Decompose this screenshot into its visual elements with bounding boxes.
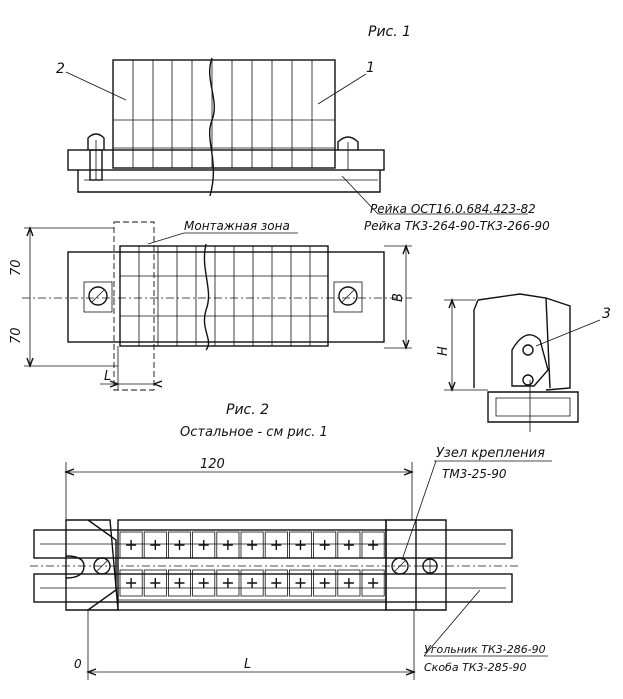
fig1-rail-label-2: Рейка ТК3-264-90-ТК3-266-90: [364, 219, 550, 233]
terminal-cell: [361, 531, 385, 559]
terminal-screw-icon: [198, 578, 209, 588]
terminal-screw-icon: [198, 540, 209, 550]
terminal-screw-icon: [126, 578, 137, 588]
fig1-callout-1: 1: [366, 60, 375, 76]
terminal-cell: [119, 569, 143, 597]
terminal-cell: [167, 531, 191, 559]
fig1-screw-right: [337, 136, 359, 170]
terminal-cell: [167, 569, 191, 597]
fig1-screw-left: [87, 133, 105, 181]
fig2-dim-L: L: [244, 657, 251, 672]
terminal-cell: [119, 531, 143, 559]
terminal-cell: [264, 569, 288, 597]
terminal-screw-icon: [343, 578, 354, 588]
fig2-dim-120: 120: [200, 457, 225, 472]
terminal-screw-icon: [368, 540, 379, 550]
terminal-screw-icon: [271, 540, 282, 550]
terminal-screw-icon: [247, 540, 258, 550]
terminal-cell: [337, 569, 361, 597]
terminal-cell: [216, 531, 240, 559]
terminal-screw-icon: [247, 578, 258, 588]
terminal-screw-icon: [150, 578, 161, 588]
terminal-cell: [337, 531, 361, 559]
fig2-title: Рис. 2: [226, 402, 269, 418]
top-screw-right: [338, 286, 358, 306]
terminal-cell: [313, 569, 337, 597]
terminal-cell: [264, 531, 288, 559]
fig2-node-label: Узел крепления: [436, 446, 545, 461]
terminal-screw-icon: [295, 540, 306, 550]
fig2-terminal-cells: [119, 531, 385, 597]
fig2-terminal-strip: [117, 519, 387, 611]
fig2-assembly: 120: [30, 457, 520, 611]
terminal-cell: [313, 531, 337, 559]
fig1-terminal-block: 2 1: [56, 57, 528, 215]
terminal-screw-icon: [368, 578, 379, 588]
terminal-screw-icon: [174, 578, 185, 588]
terminal-cell: [143, 569, 167, 597]
terminal-screw-icon: [271, 578, 282, 588]
fig2-node-code: ТМ3-25-90: [442, 467, 507, 481]
dim-70-bottom: 70: [9, 327, 24, 344]
mounting-zone-label: Монтажная зона: [184, 219, 290, 233]
terminal-screw-icon: [319, 578, 330, 588]
terminal-screw-icon: [343, 540, 354, 550]
detail3-callout-3: 3: [602, 306, 611, 322]
terminal-cell: [192, 569, 216, 597]
dim-B: B: [391, 293, 406, 302]
fig1-callout-2: 2: [56, 61, 65, 77]
terminal-cell: [216, 569, 240, 597]
dim-70-top: 70: [9, 259, 24, 276]
dim-L-fig1: L: [104, 369, 111, 384]
fig2-bracket-label: Скоба ТК3-285-90: [424, 661, 527, 674]
fig2-dim-0: 0: [74, 657, 82, 671]
detail3-rail: [487, 391, 579, 423]
terminal-screw-icon: [222, 578, 233, 588]
terminal-cell: [288, 569, 312, 597]
terminal-screw-icon: [222, 540, 233, 550]
top-screw-left: [88, 286, 108, 306]
fig2-note: Остальное - см рис. 1: [180, 425, 328, 440]
fig1-title: Рис. 1: [368, 24, 411, 40]
terminal-screw-icon: [319, 540, 330, 550]
detail3-end-view: H 3: [436, 293, 611, 432]
dim-H: H: [436, 346, 451, 356]
fig2-angle-label: Угольник ТК3-286-90: [424, 643, 546, 656]
terminal-cell: [240, 531, 264, 559]
terminal-screw-icon: [150, 540, 161, 550]
terminal-cell: [240, 569, 264, 597]
terminal-cell: [361, 569, 385, 597]
fig1-rail-label-1: Рейка ОСТ16.0.684.423-82: [370, 202, 536, 216]
terminal-screw-icon: [295, 578, 306, 588]
terminal-cell: [143, 531, 167, 559]
terminal-screw-icon: [174, 540, 185, 550]
terminal-screw-icon: [126, 540, 137, 550]
terminal-cell: [288, 531, 312, 559]
terminal-cell: [192, 531, 216, 559]
fig1-top-view: Монтажная зона: [9, 219, 412, 391]
detail3-clip: [511, 334, 549, 387]
